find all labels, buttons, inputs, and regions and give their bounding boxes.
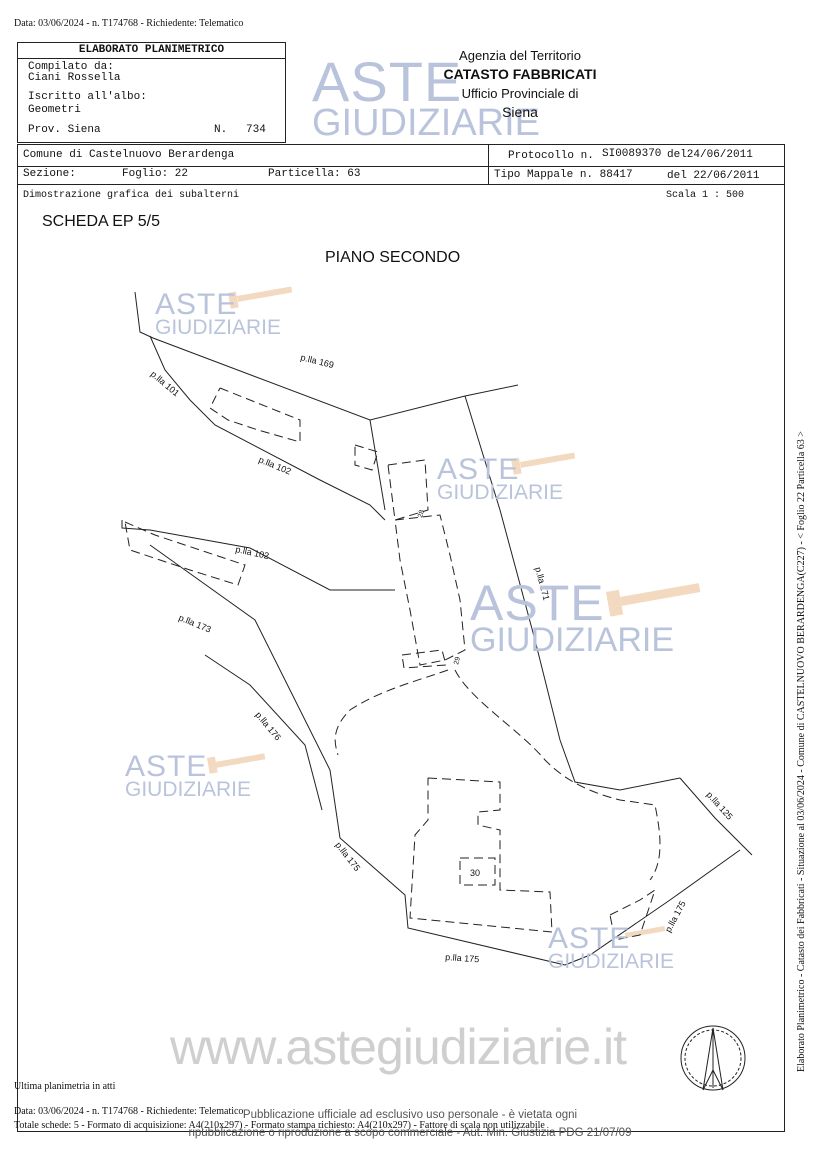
disclaimer-line-2: ripubblicazione o riproduzione a scopo c…: [188, 1127, 632, 1139]
register-number-label: N.: [214, 124, 228, 136]
request-info-top: Data: 03/06/2024 - n. T174768 - Richiede…: [14, 18, 244, 29]
watermark-5: ASTE GIUDIZIARIE: [548, 922, 675, 973]
watermark-gavel-2: [511, 452, 576, 475]
watermark-gavel-5: [625, 926, 666, 938]
parcel-boundaries: [121, 291, 753, 966]
watermark-gavel-4: [207, 753, 266, 774]
compiler-box: [17, 42, 286, 143]
building-outlines: [124, 387, 661, 941]
watermark-1: ASTE GIUDIZIARIE: [155, 288, 282, 339]
protocollo-value: SI0089370: [602, 148, 662, 160]
compilato-value: Ciani Rossella: [28, 72, 121, 84]
watermark-3: ASTE GIUDIZIARIE: [470, 575, 675, 659]
disclaimer-line-1: Pubblicazione ufficiale ad esclusivo uso…: [242, 1109, 578, 1121]
info-row-divider: [17, 166, 785, 167]
label-plla-125: p.lla 125: [705, 790, 735, 822]
label-plla-173: p.lla 173: [177, 613, 212, 635]
particella-label: Particella: 63: [268, 168, 361, 180]
tipo-mappale: Tipo Mappale n. 88417: [494, 169, 633, 181]
agency-office: Ufficio Provinciale di: [461, 86, 579, 101]
dimostrazione-label: Dimostrazione grafica dei subalterni: [23, 190, 240, 201]
drawing-frame: [17, 144, 785, 1132]
label-sub-29: 29: [453, 656, 462, 665]
comune-label: Comune di Castelnuovo Berardenga: [23, 149, 235, 161]
label-plla-102-a: p.lla 102: [257, 455, 292, 477]
request-info-bottom: Data: 03/06/2024 - n. T174768 - Richiede…: [14, 1106, 244, 1117]
protocollo-date: del24/06/2011: [667, 149, 753, 161]
watermark-4: ASTE GIUDIZIARIE: [125, 750, 252, 801]
scale-label: Scala 1 : 500: [666, 190, 745, 201]
label-plla-169: p.lla 169: [300, 352, 335, 370]
watermark-gavel-3: [605, 583, 701, 617]
sezione-label: Sezione:: [23, 168, 76, 180]
protocollo-label: Protocollo n.: [508, 150, 594, 162]
north-arrow: [680, 1025, 746, 1091]
total-sheets-info: Totale schede: 5 - Formato di acquisizio…: [14, 1120, 545, 1131]
agency-block: Agenzia del Territorio CATASTO FABBRICAT…: [420, 46, 620, 122]
info-row-bottom: [17, 184, 785, 185]
label-plla-102-b: p.lla 102: [235, 544, 270, 561]
foglio-label: Foglio: 22: [122, 168, 189, 180]
tipo-mappale-date: del 22/06/2011: [667, 170, 760, 182]
agency-catasto: CATASTO FABBRICATI: [443, 66, 597, 82]
label-plla-176: p.lla 176: [253, 710, 283, 742]
register-number-value: 734: [246, 124, 266, 136]
info-vertical-divider: [488, 144, 489, 184]
last-plan-note: Ultima planimetria in atti: [14, 1081, 116, 1092]
agency-name: Agenzia del Territorio: [459, 48, 581, 63]
agency-city: Siena: [502, 104, 538, 120]
compiler-box-divider: [17, 58, 286, 59]
site-watermark: www.astegiudiziarie.it: [170, 1019, 627, 1075]
label-sub-30: 30: [470, 868, 480, 878]
document-title: ELABORATO PLANIMETRICO: [78, 44, 225, 56]
compilato-label: Compilato da:: [28, 61, 114, 73]
label-plla-175-b: p.lla 175: [445, 952, 480, 964]
province-label: Prov. Siena: [28, 124, 101, 136]
iscritto-label: Iscritto all'albo:: [28, 91, 147, 103]
iscritto-value: Geometri: [28, 104, 81, 116]
scheda-label: SCHEDA EP 5/5: [42, 213, 160, 230]
floor-label: PIANO SECONDO: [325, 249, 461, 266]
header-watermark: ASTE GIUDIZIARIE: [312, 50, 541, 144]
side-situation-text: Elaborato Planimetrico - Catasto dei Fab…: [796, 431, 807, 1072]
watermark-2: ASTE GIUDIZIARIE: [437, 453, 564, 504]
watermark-gavel-1: [228, 286, 293, 309]
label-sub-28: 28: [417, 509, 426, 518]
